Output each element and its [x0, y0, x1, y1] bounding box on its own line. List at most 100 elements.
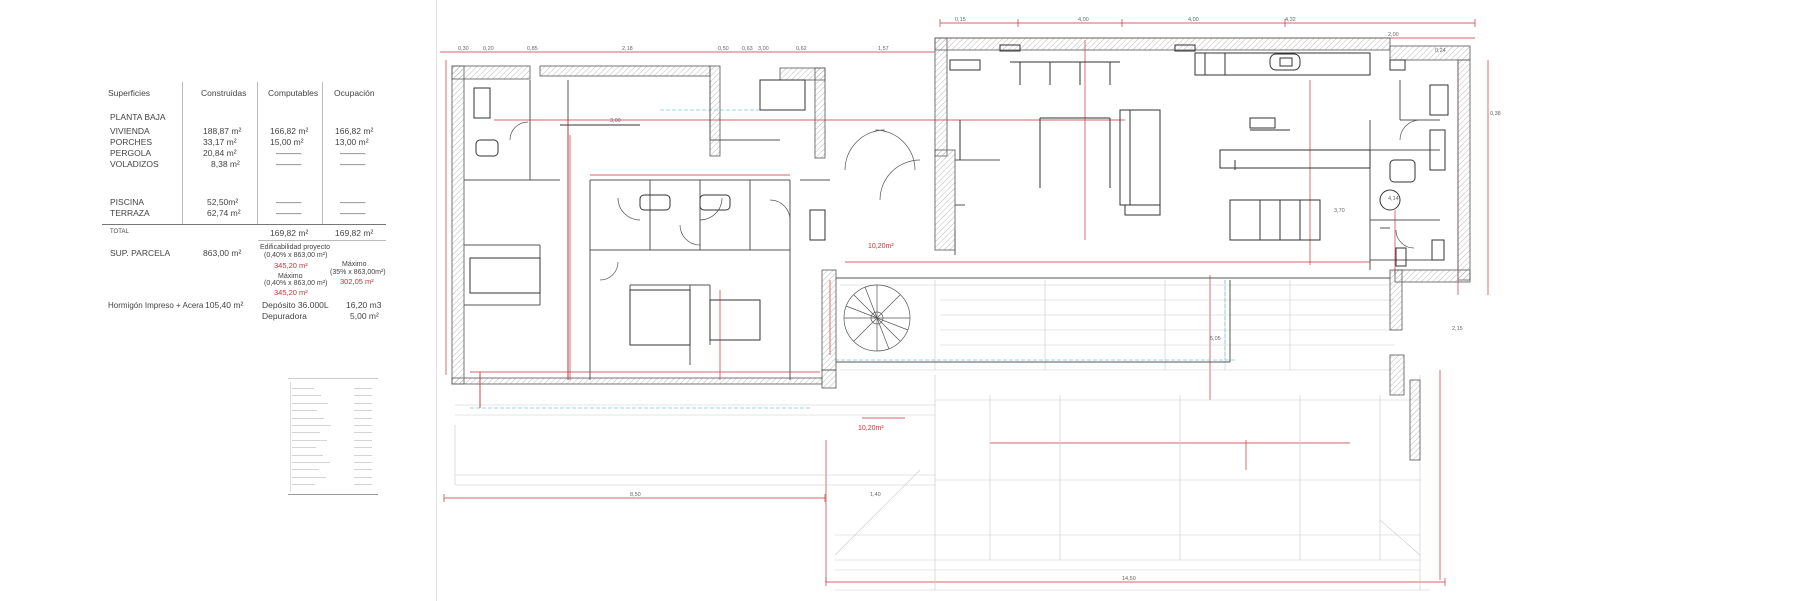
row-label: TERRAZA: [110, 208, 150, 218]
depuradora-value: 5,00 m²: [350, 311, 379, 321]
dim-text: 2,00: [1388, 32, 1399, 38]
max-note: (0,40% x 863,00 m²): [264, 280, 328, 287]
row-construidas: 33,17 m²: [203, 137, 237, 147]
legend-line: [354, 388, 372, 389]
legend-line: [292, 425, 331, 426]
legend-line: [292, 439, 327, 441]
legend-line: [292, 469, 319, 471]
row-ocupacion: 13,00 m²: [335, 137, 369, 147]
row-label: PISCINA: [110, 197, 145, 207]
row-computables: ———: [276, 159, 302, 169]
dim-text: 0,38: [1490, 111, 1501, 117]
dim-text: 1,40: [870, 492, 881, 498]
row-construidas: 188,87 m²: [203, 126, 242, 136]
row-computables: 15,00 m²: [270, 137, 304, 147]
header-computables: Computables: [268, 88, 319, 98]
parcela-label: SUP. PARCELA: [110, 248, 171, 258]
legend-line: [292, 388, 314, 389]
legend-line: [354, 395, 372, 397]
max-label: Máximo: [278, 273, 303, 280]
dim-text: 0,50: [718, 46, 729, 52]
table-col-divider: [322, 82, 323, 224]
edif-note-2: (0,40% x 863,00 m²): [264, 252, 328, 259]
legend-line: [354, 447, 372, 449]
furniture: [469, 44, 1449, 346]
table-rule: [258, 240, 386, 241]
dimension-ticks: [443, 19, 1476, 586]
legend-line: [292, 410, 317, 412]
header-construidas: Construidas: [201, 88, 247, 98]
dim-text: 4,14: [1388, 196, 1399, 202]
legend-line: [354, 425, 372, 426]
legend-line: [292, 395, 321, 397]
dim-text: 14,50: [1122, 576, 1136, 582]
row-label: VOLADIZOS: [110, 159, 159, 169]
deposito-label: Depósito 36.000L: [262, 300, 329, 310]
legend-rule: [288, 378, 378, 379]
dim-text: 0,85: [527, 46, 538, 52]
legend-line: [292, 476, 326, 478]
interior-walls: [464, 80, 1440, 380]
section-planta-baja: PLANTA BAJA: [110, 112, 166, 122]
ocup-max-value: 302,05 m²: [340, 277, 374, 286]
spiral-stair: [843, 284, 911, 352]
section-lines: [479, 120, 569, 408]
legend-line: [354, 432, 372, 434]
row-ocupacion: ———: [340, 159, 366, 169]
dim-text: 4,00: [1078, 17, 1089, 23]
ocup-max-label: Máximo: [342, 261, 367, 268]
parcela-value: 863,00 m²: [203, 248, 242, 258]
row-ocupacion: ———: [340, 197, 366, 207]
legend-divider: [290, 382, 291, 492]
row-computables: ———: [276, 208, 302, 218]
row-construidas: 52,50m²: [207, 197, 239, 207]
imper-value: 105,40 m²: [205, 300, 244, 310]
deposito-value: 16,20 m3: [346, 300, 382, 310]
row-ocupacion: ———: [340, 208, 366, 218]
row-label: PERGOLA: [110, 148, 152, 158]
legend-line: [354, 454, 372, 456]
dimension-text: 0,15 4,00 4,00 4,32 2,00 0,24 0,38 0,30 …: [458, 17, 1501, 582]
dim-text: 0,24: [1435, 48, 1446, 54]
dim-text: 0,20: [483, 46, 494, 52]
dim-text: 1,57: [878, 46, 889, 52]
total-computables: 169,82 m²: [270, 228, 309, 238]
row-label: PORCHES: [110, 137, 153, 147]
row-ocupacion: ———: [340, 148, 366, 158]
sheet-border: [436, 0, 437, 601]
max-value: 345,20 m²: [274, 288, 308, 297]
legend-rule: [288, 494, 378, 495]
area-label: 10,20m²: [858, 425, 884, 432]
depuradora-label: Depuradora: [262, 311, 307, 321]
total-ocupacion: 169,82 m²: [335, 228, 374, 238]
terrace-grid: [454, 280, 1430, 591]
dim-text: 2,15: [1452, 326, 1463, 332]
header-ocupacion: Ocupación: [334, 88, 375, 98]
dim-text: 2,18: [622, 46, 633, 52]
dim-text: 3,70: [1334, 208, 1345, 214]
edif-note-1: Edificabilidad proyecto: [260, 244, 331, 251]
dimension-lines: [440, 22, 1489, 583]
legend-line: [354, 410, 372, 412]
legend-line: [292, 432, 320, 434]
dim-text: 5,05: [1210, 336, 1221, 342]
row-ocupacion: 166,82 m²: [335, 126, 374, 136]
legend-line: [354, 462, 372, 463]
walls: [451, 37, 1471, 461]
table-total-rule: [102, 224, 386, 225]
total-label: TOTAL: [110, 229, 129, 235]
area-label: 10,20m²: [868, 243, 894, 250]
legend-line: [354, 417, 372, 419]
ocup-max-note: (35% x 863,00m²): [330, 269, 386, 276]
legend-line: [354, 402, 372, 404]
edif-value: 345,20 m²: [274, 261, 308, 270]
table-col-divider: [182, 82, 183, 224]
dim-text: 4,00: [1188, 17, 1199, 23]
legend-line: [354, 439, 372, 441]
dim-text: 4,32: [1285, 17, 1296, 23]
legend-line: [292, 484, 315, 486]
header-superficies: Superficies: [108, 88, 151, 98]
legend-line: [354, 484, 372, 486]
